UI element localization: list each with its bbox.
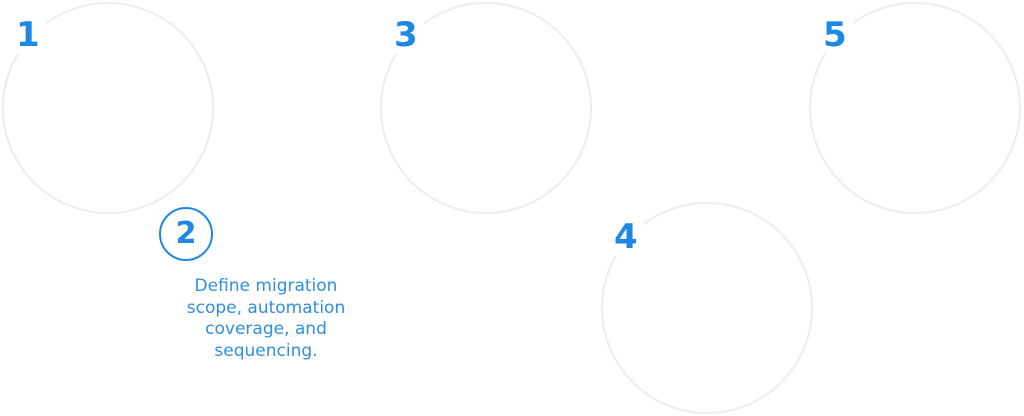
step-2-number-badge[interactable]: 2 bbox=[159, 207, 213, 261]
step-5-circle[interactable] bbox=[809, 2, 1021, 214]
step-2-description: Define migration scope, automation cover… bbox=[186, 276, 346, 361]
step-1-circle[interactable] bbox=[2, 2, 214, 214]
step-4-number: 4 bbox=[608, 218, 644, 256]
step-3-circle[interactable] bbox=[380, 2, 592, 214]
step-4-circle[interactable] bbox=[601, 202, 813, 414]
step-5-number: 5 bbox=[817, 16, 853, 54]
step-1-number: 1 bbox=[10, 16, 46, 54]
step-2-number: 2 bbox=[175, 216, 197, 251]
step-3-number: 3 bbox=[388, 16, 424, 54]
